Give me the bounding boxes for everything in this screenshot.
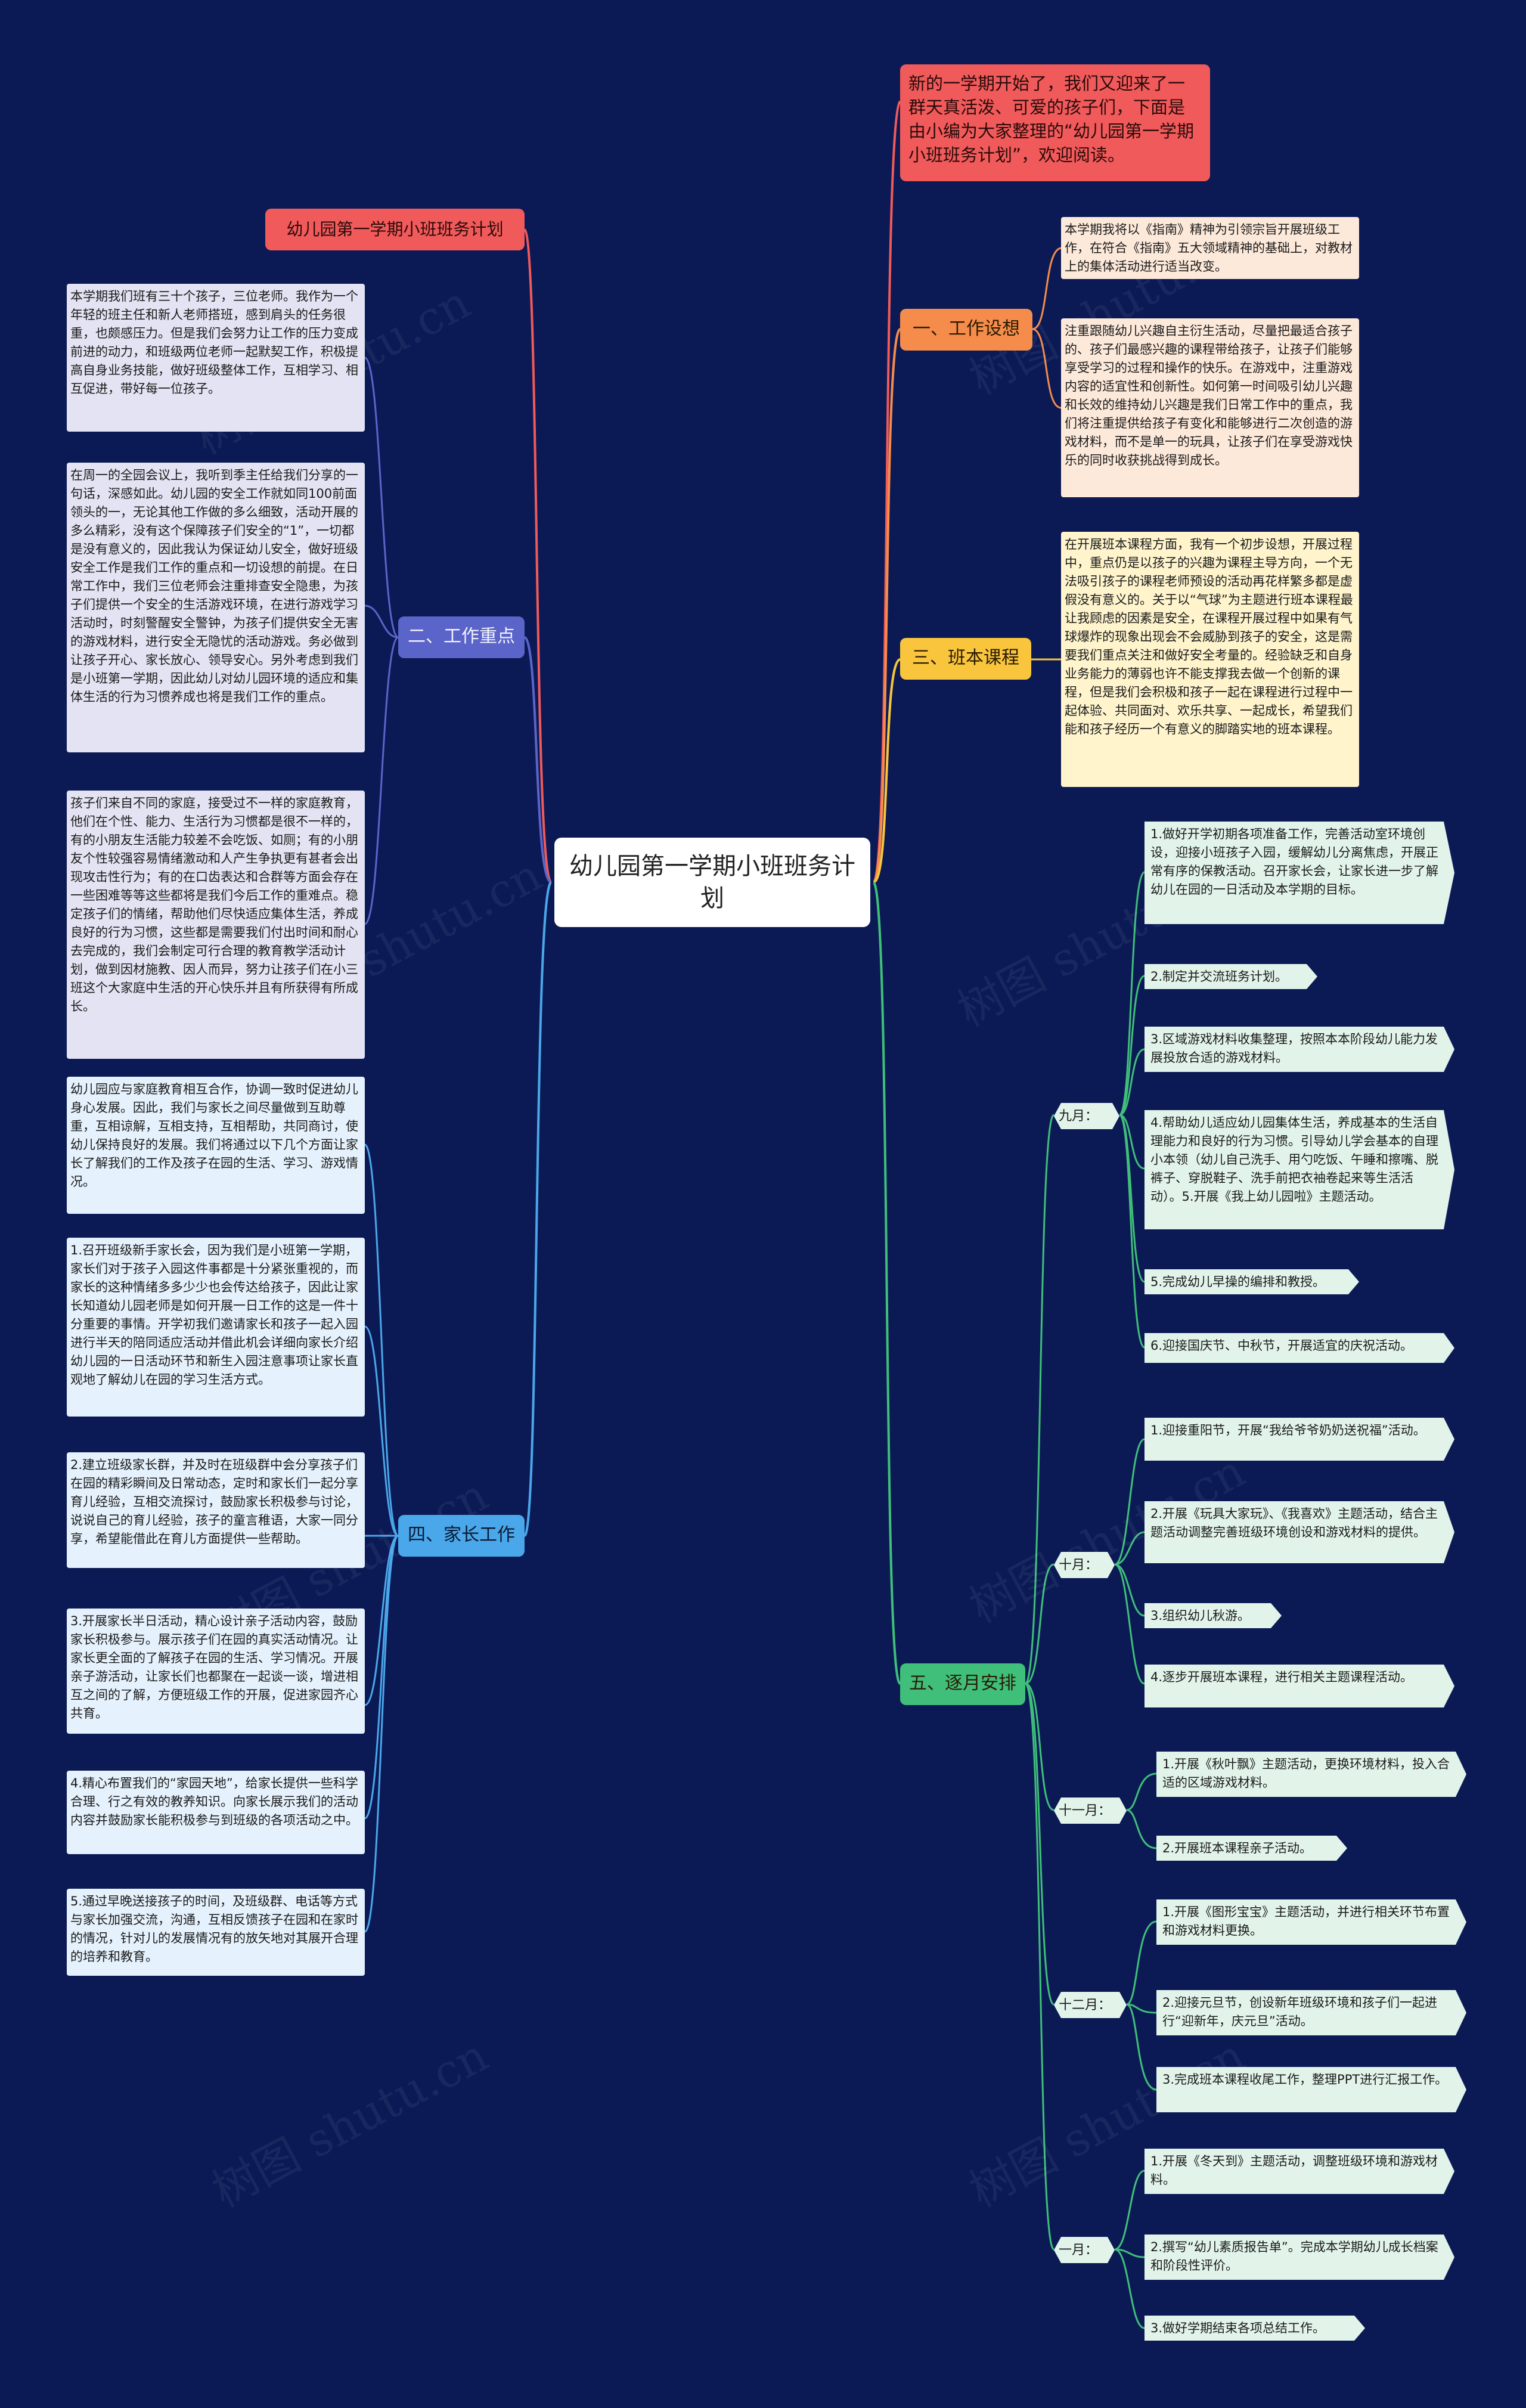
parents-item[interactable]: 4.精心布置我们的“家园天地”，给家长提供一些科学合理、行之有效的教养知识。向家… [67,1771,365,1854]
branch-work-focus[interactable]: 二、工作重点 [398,616,525,658]
month-item[interactable]: 2.制定并交流班务计划。 [1144,964,1317,989]
work-plan-item[interactable]: 本学期我将以《指南》精神为引领宗旨开展班级工作，在符合《指南》五大领域精神的基础… [1061,217,1359,279]
parents-item[interactable]: 2.建立班级家长群，并及时在班级群中会分享孩子们在园的精彩瞬间及日常动态，定时和… [67,1452,365,1568]
branch-parents[interactable]: 四、家长工作 [398,1515,525,1557]
parents-item[interactable]: 5.通过早晚送接孩子的时间，及班级群、电话等方式与家长加强交流，沟通，互相反馈孩… [67,1889,365,1976]
month-item[interactable]: 5.完成幼儿早操的编排和教授。 [1144,1269,1359,1294]
intro-note[interactable]: 新的一学期开始了，我们又迎来了一群天真活泼、可爱的孩子们，下面是由小编为大家整理… [900,64,1210,181]
month-december[interactable]: 十二月： [1054,1992,1127,2018]
month-item[interactable]: 3.完成班本课程收尾工作，整理PPT进行汇报工作。 [1156,2067,1466,2112]
month-item[interactable]: 3.区域游戏材料收集整理，按照本本阶段幼儿能力发展投放合适的游戏材料。 [1144,1027,1454,1072]
month-item[interactable]: 2.撰写“幼儿素质报告单”。完成本学期幼儿成长档案和阶段性评价。 [1144,2235,1454,2280]
branch-course[interactable]: 三、班本课程 [900,638,1031,680]
month-september[interactable]: 九月： [1054,1103,1119,1129]
month-item[interactable]: 2.开展班本课程亲子活动。 [1156,1836,1347,1861]
parents-item[interactable]: 幼儿园应与家庭教育相互合作，协调一致时促进幼儿身心发展。因此，我们与家长之间尽量… [67,1077,365,1214]
work-focus-item[interactable]: 本学期我们班有三十个孩子，三位老师。我作为一个年轻的班主任和新人老师搭班，感到肩… [67,284,365,432]
course-item[interactable]: 在开展班本课程方面，我有一个初步设想，开展过程中，重点仍是以孩子的兴趣为课程主导… [1061,532,1359,787]
month-item[interactable]: 1.迎接重阳节，开展“我给爷爷奶奶送祝福”活动。 [1144,1418,1454,1461]
month-january[interactable]: 一月： [1054,2237,1115,2263]
month-item[interactable]: 3.做好学期结束各项总结工作。 [1144,2316,1365,2341]
month-item[interactable]: 1.开展《冬天到》主题活动，调整班级环境和游戏材料。 [1144,2149,1454,2194]
month-item[interactable]: 3.组织幼儿秋游。 [1144,1603,1282,1628]
month-october[interactable]: 十月： [1054,1552,1115,1578]
parents-item[interactable]: 3.开展家长半日活动，精心设计亲子活动内容，鼓励家长积极参与。展示孩子们在园的真… [67,1609,365,1734]
title-tag[interactable]: 幼儿园第一学期小班班务计划 [265,209,525,250]
branch-work-plan[interactable]: 一、工作设想 [900,309,1032,351]
work-plan-item[interactable]: 注重跟随幼儿兴趣自主衍生活动，尽量把最适合孩子的、孩子们最感兴趣的课程带给孩子，… [1061,318,1359,497]
month-item[interactable]: 1.开展《秋叶飘》主题活动，更换环境材料，投入合适的区域游戏材料。 [1156,1752,1466,1797]
month-item[interactable]: 6.迎接国庆节、中秋节，开展适宜的庆祝活动。 [1144,1333,1454,1363]
parents-item[interactable]: 1.召开班级新手家长会，因为我们是小班第一学期，家长们对于孩子入园这件事都是十分… [67,1238,365,1417]
work-focus-item[interactable]: 在周一的全园会议上，我听到季主任给我们分享的一句话，深感如此。幼儿园的安全工作就… [67,463,365,752]
branch-monthly[interactable]: 五、逐月安排 [900,1663,1025,1705]
month-item[interactable]: 4.逐步开展班本课程，进行相关主题课程活动。 [1144,1665,1454,1707]
month-item[interactable]: 4.帮助幼儿适应幼儿园集体生活，养成基本的生活自理能力和良好的行为习惯。引导幼儿… [1144,1110,1454,1229]
month-november[interactable]: 十一月： [1054,1798,1127,1824]
month-item[interactable]: 2.迎接元旦节，创设新年班级环境和孩子们一起进行“迎新年，庆元旦”活动。 [1156,1990,1466,2035]
month-item[interactable]: 1.做好开学初期各项准备工作，完善活动室环境创设，迎接小班孩子入园，缓解幼儿分离… [1144,822,1454,924]
month-item[interactable]: 2.开展《玩具大家玩》、《我喜欢》主题活动，结合主题活动调整完善班级环境创设和游… [1144,1501,1454,1563]
work-focus-item[interactable]: 孩子们来自不同的家庭，接受过不一样的家庭教育，他们在个性、能力、生活行为习惯都是… [67,791,365,1059]
month-item[interactable]: 1.开展《图形宝宝》主题活动，并进行相关环节布置和游戏材料更换。 [1156,1899,1466,1945]
central-topic[interactable]: 幼儿园第一学期小班班务计划 [554,838,870,927]
